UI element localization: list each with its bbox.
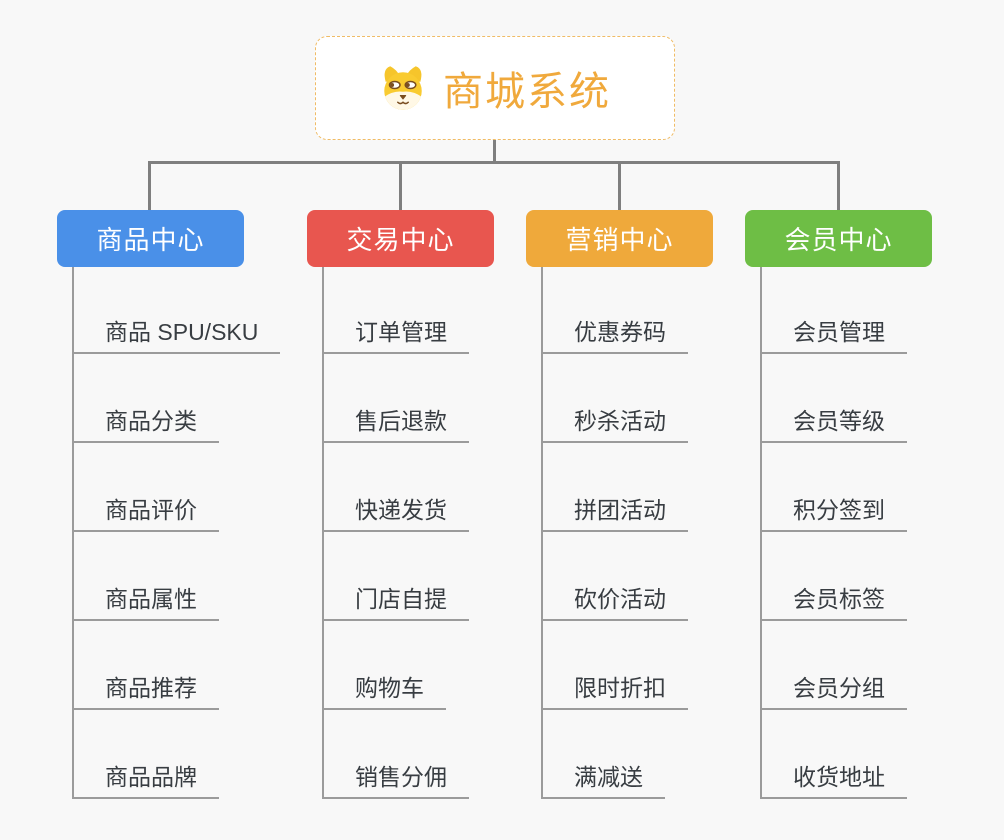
mindmap-node-product-spu-sku[interactable]: 商品 SPU/SKU bbox=[72, 265, 281, 354]
mindmap-node-product-attribute[interactable]: 商品属性 bbox=[72, 532, 280, 621]
branch-items-member: 会员管理 会员等级 积分签到 会员标签 会员分组 收货地址 bbox=[760, 265, 907, 799]
mindmap-node-flash-sale[interactable]: 秒杀活动 bbox=[541, 354, 688, 443]
mindmap-node-points-checkin[interactable]: 积分签到 bbox=[760, 443, 907, 532]
connector-root-stem bbox=[493, 140, 496, 162]
branch-line-trade bbox=[322, 267, 324, 799]
branch-items-marketing: 优惠券码 秒杀活动 拼团活动 砍价活动 限时折扣 满减送 bbox=[541, 265, 688, 799]
branch-header-marketing-center[interactable]: 营销中心 bbox=[526, 210, 713, 267]
root-title: 商城系统 bbox=[443, 70, 611, 114]
branch-items-product: 商品 SPU/SKU 商品分类 商品评价 商品属性 商品推荐 商品品牌 bbox=[72, 265, 281, 799]
branch-items-trade: 订单管理 售后退款 快递发货 门店自提 购物车 销售分佣 bbox=[322, 265, 469, 799]
mindmap-node-product-brand[interactable]: 商品品牌 bbox=[72, 710, 280, 799]
mindmap-node-group-buy[interactable]: 拼团活动 bbox=[541, 443, 688, 532]
mindmap-node-aftersale-refund[interactable]: 售后退款 bbox=[322, 354, 469, 443]
mindmap-node-spend-save[interactable]: 满减送 bbox=[541, 710, 688, 799]
mindmap-node-sales-commission[interactable]: 销售分佣 bbox=[322, 710, 469, 799]
mindmap-node-limited-time-discount[interactable]: 限时折扣 bbox=[541, 621, 688, 710]
branch-header-product-center[interactable]: 商品中心 bbox=[57, 210, 244, 267]
branch-marketing-center: 营销中心 优惠券码 秒杀活动 拼团活动 砍价活动 限时折扣 满减送 bbox=[526, 210, 713, 810]
mindmap-node-product-review[interactable]: 商品评价 bbox=[72, 443, 280, 532]
mindmap-node-member-level[interactable]: 会员等级 bbox=[760, 354, 907, 443]
branch-header-trade-center[interactable]: 交易中心 bbox=[307, 210, 494, 267]
mindmap-node-member-groups[interactable]: 会员分组 bbox=[760, 621, 907, 710]
branch-product-center: 商品中心 商品 SPU/SKU 商品分类 商品评价 商品属性 商品推荐 商品品牌 bbox=[57, 210, 281, 810]
mindmap-node-coupon-code[interactable]: 优惠券码 bbox=[541, 265, 688, 354]
branch-trade-center: 交易中心 订单管理 售后退款 快递发货 门店自提 购物车 销售分佣 bbox=[307, 210, 494, 810]
dog-face-icon bbox=[384, 66, 422, 110]
branch-line-product bbox=[72, 267, 74, 799]
mindmap-node-product-category[interactable]: 商品分类 bbox=[72, 354, 280, 443]
branch-member-center: 会员中心 会员管理 会员等级 积分签到 会员标签 会员分组 收货地址 bbox=[745, 210, 932, 810]
mindmap-node-product-recommend[interactable]: 商品推荐 bbox=[72, 621, 280, 710]
mindmap-node-store-pickup[interactable]: 门店自提 bbox=[322, 532, 469, 621]
branch-line-member bbox=[760, 267, 762, 799]
mindmap-node-order-management[interactable]: 订单管理 bbox=[322, 265, 469, 354]
connector-drop-marketing bbox=[618, 161, 621, 210]
connector-drop-trade bbox=[399, 161, 402, 210]
mindmap-node-member-tags[interactable]: 会员标签 bbox=[760, 532, 907, 621]
connector-bus bbox=[148, 161, 840, 164]
root-node[interactable]: 商城系统 bbox=[315, 36, 675, 140]
mindmap-node-shipping-address[interactable]: 收货地址 bbox=[760, 710, 907, 799]
connector-drop-member bbox=[837, 161, 840, 210]
connector-drop-product bbox=[148, 161, 151, 210]
mindmap-node-bargain-activity[interactable]: 砍价活动 bbox=[541, 532, 688, 621]
mindmap-node-express-shipping[interactable]: 快递发货 bbox=[322, 443, 469, 532]
mindmap-node-shopping-cart[interactable]: 购物车 bbox=[322, 621, 469, 710]
branch-line-marketing bbox=[541, 267, 543, 799]
branch-header-member-center[interactable]: 会员中心 bbox=[745, 210, 932, 267]
mindmap-node-member-management[interactable]: 会员管理 bbox=[760, 265, 907, 354]
